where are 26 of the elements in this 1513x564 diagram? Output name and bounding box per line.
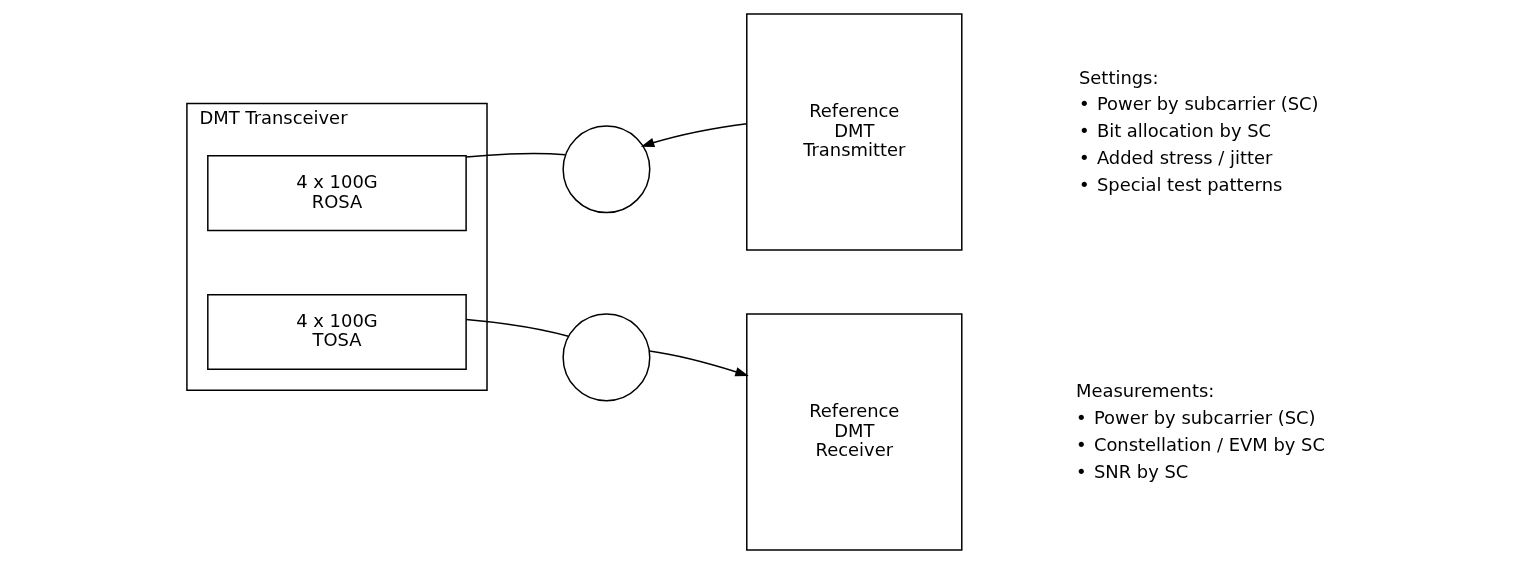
arrow	[640, 122, 748, 148]
label: •	[1076, 406, 1087, 428]
label: •	[1078, 93, 1090, 115]
label: Power by subcarrier (SC)	[1093, 406, 1316, 428]
label: Special test patterns	[1096, 174, 1283, 196]
label: •	[1078, 147, 1090, 169]
label: •	[1076, 433, 1087, 455]
label: SNR by SC	[1093, 460, 1189, 482]
label: Added stress / jitter	[1096, 147, 1273, 169]
connector	[465, 318, 570, 338]
node-box: Reference DMT Receiver	[746, 313, 963, 551]
label: Constellation / EVM by SC	[1093, 433, 1325, 455]
node-box: Reference DMT Transmitter	[746, 13, 963, 251]
label: Power by subcarrier (SC)	[1096, 93, 1319, 115]
label: •	[1076, 460, 1087, 482]
node-circle	[562, 125, 651, 214]
node-circle	[562, 313, 651, 402]
arrow	[648, 350, 749, 377]
label: •	[1078, 174, 1090, 196]
label: Bit allocation by SC	[1096, 120, 1272, 142]
connector	[465, 152, 567, 158]
label: Settings:	[1078, 66, 1159, 88]
node-box: 4 x 100G ROSA	[207, 155, 467, 232]
label: Measurements:	[1076, 380, 1215, 402]
node-box: 4 x 100G TOSA	[207, 293, 467, 371]
label: •	[1078, 120, 1090, 142]
